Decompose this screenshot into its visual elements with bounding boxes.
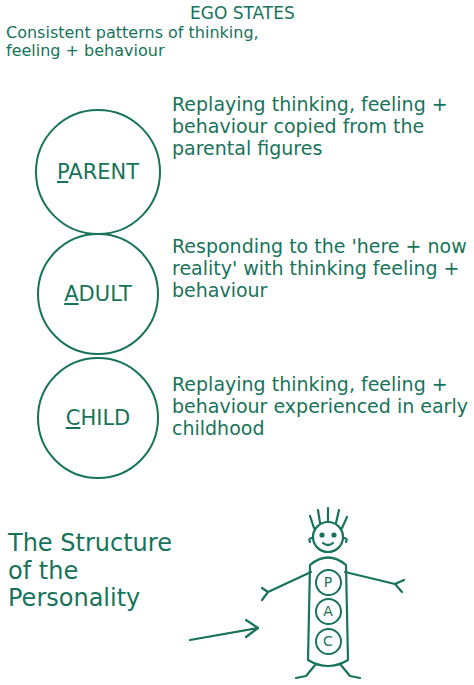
caption-note: The Structure of the Personality [8,530,188,613]
description: Replaying thinking, feeling + behaviour … [172,374,468,440]
body-circle: C [315,628,342,655]
node-text: A [323,603,333,619]
node-text: ADULT [64,282,132,306]
body-circle: P [315,569,342,596]
node-text: PARENT [57,160,139,184]
body-circle: A [315,598,342,625]
description: Replaying thinking, feeling + behaviour … [172,94,468,160]
stick-figure [262,508,404,678]
arrow-head [246,620,258,637]
ego-state-circle: ADULT [37,233,159,355]
pointer-arrow [190,628,258,640]
node-text: P [324,574,332,590]
title: EGO STATES [190,4,295,24]
ego-state-circle: PARENT [35,109,161,235]
node-text: C [323,633,333,649]
subtitle: Consistent patterns of thinking, feeling… [6,24,266,61]
description: Responding to the 'here + now reality' w… [172,236,468,302]
ego-state-circle: CHILD [37,357,159,479]
node-text: CHILD [66,406,131,430]
